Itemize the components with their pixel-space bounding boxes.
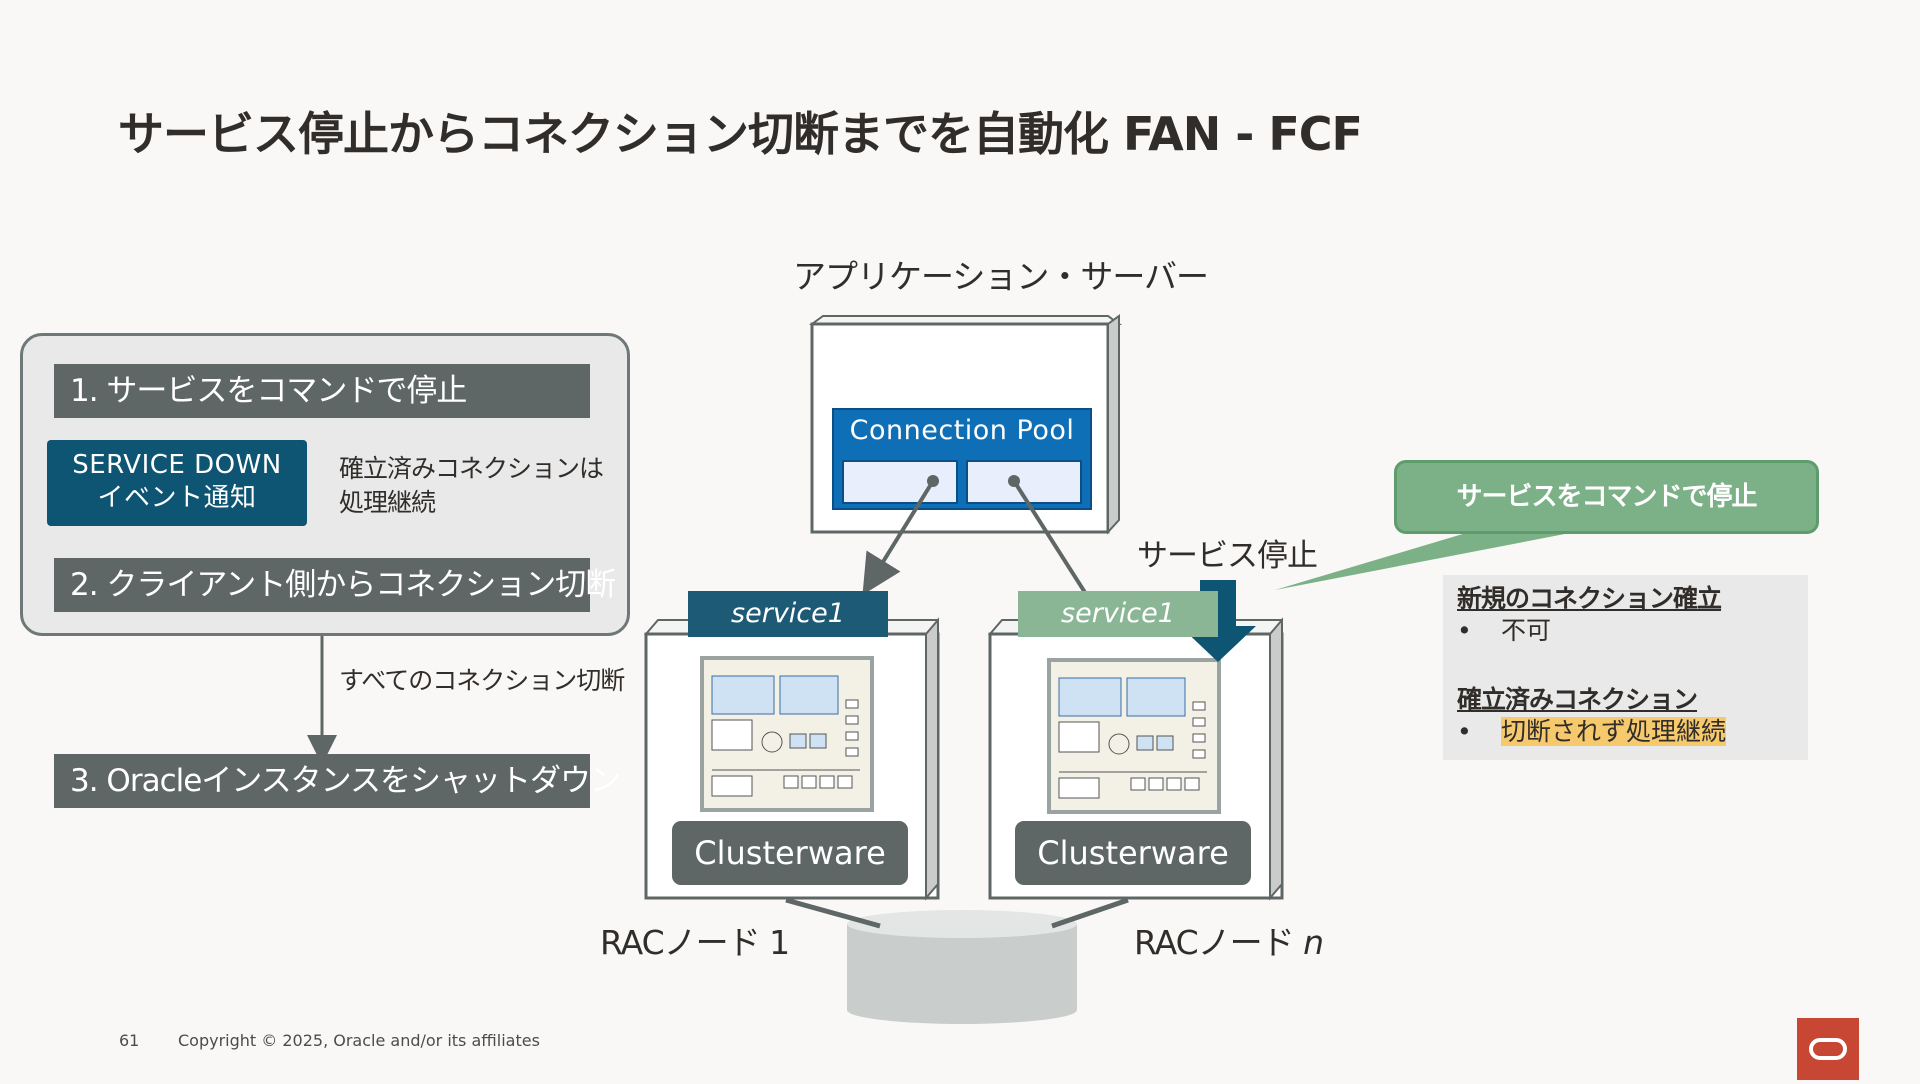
- note-all-disconnect: すべてのコネクション切断: [339, 666, 625, 695]
- step-2-client-disconnect: 2. クライアント側からコネクション切断: [54, 558, 616, 612]
- rac-node-n-variable: n: [1303, 923, 1324, 962]
- info-bullet-new-text: 不可: [1501, 616, 1552, 645]
- info-bullet-existing-text: 切断されず処理継続: [1501, 717, 1727, 746]
- info-heading-existing-connections: 確立済みコネクション: [1457, 685, 1698, 714]
- info-bullet-new: • 不可: [1457, 615, 1794, 647]
- note-continue-line-1: 確立済みコネクションは: [339, 454, 604, 483]
- bullet-icon: •: [1457, 616, 1472, 645]
- service1-tab: service1: [688, 591, 888, 637]
- rac-node-n-label: RACノード n: [1134, 916, 1324, 964]
- note-continue-line-2: 処理継続: [339, 488, 436, 517]
- service-down-event-box: SERVICE DOWN イベント通知: [47, 440, 307, 526]
- info-box: 新規のコネクション確立 • 不可 確立済みコネクション • 切断されず処理継続: [1443, 575, 1808, 760]
- callout-stop-service: サービスをコマンドで停止: [1394, 460, 1819, 534]
- architecture-thumbnail-n: [1047, 658, 1221, 814]
- callout-pointer: [1275, 533, 1570, 590]
- copyright: Copyright © 2025, Oracle and/or its affi…: [178, 1031, 540, 1050]
- rac-node-1-label: RACノード 1: [600, 923, 790, 962]
- service-stop-label: サービス停止: [1137, 538, 1318, 574]
- clusterware-1: Clusterware: [672, 821, 908, 885]
- bullet-icon: •: [1457, 717, 1472, 746]
- info-bullet-existing: • 切断されず処理継続: [1457, 716, 1794, 748]
- service-down-label: SERVICE DOWN: [72, 450, 282, 480]
- clusterware-n: Clusterware: [1015, 821, 1251, 885]
- oracle-logo-icon: [1797, 1018, 1859, 1080]
- event-notify-label: イベント通知: [97, 483, 257, 513]
- info-heading-new-connections: 新規のコネクション確立: [1457, 584, 1722, 613]
- page-number: 61: [119, 1031, 140, 1050]
- rac-node-n-prefix: RACノード: [1134, 923, 1304, 962]
- connection-pool: [832, 408, 1092, 510]
- service-stop-arrow-icon: [1180, 580, 1256, 662]
- app-server-label: アプリケーション・サーバー: [793, 257, 1209, 296]
- note-connections-continue: 確立済みコネクションは 処理継続: [339, 452, 604, 520]
- service-n-tab: service1: [1018, 591, 1218, 637]
- step-1-stop-service: 1. サービスをコマンドで停止: [54, 364, 590, 418]
- connection-pool-label: Connection Pool: [849, 415, 1075, 446]
- step-3-shutdown-instance: 3. Oracleインスタンスをシャットダウン: [54, 754, 621, 808]
- architecture-thumbnail-1: [700, 656, 874, 812]
- slide-title: サービス停止からコネクション切断までを自動化 FAN - FCF: [118, 107, 1363, 161]
- database-icon: [847, 910, 1077, 1024]
